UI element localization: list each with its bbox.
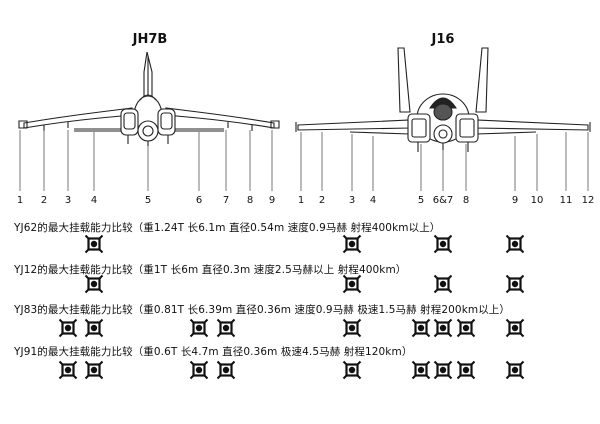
missile-0-j16-6-7 (433, 234, 453, 254)
j16-station-9: 9 (512, 195, 518, 206)
missile-2-jh7b-4 (84, 318, 104, 338)
missile-3-j16-9 (505, 360, 525, 380)
missile-2-jh7b-6 (189, 318, 209, 338)
jh7b-front-view (18, 51, 280, 146)
missile-2-jh7b-3 (58, 318, 78, 338)
missile-1-j16-3 (342, 274, 362, 294)
jh7b-station-4: 4 (91, 195, 97, 206)
jh7b-station-7: 7 (223, 195, 229, 206)
j16-front-view (295, 47, 591, 152)
j16-station-6-7: 6&7 (433, 195, 454, 206)
missile-1-jh7b-4 (84, 274, 104, 294)
j16-station-10: 10 (531, 195, 544, 206)
missile-3-jh7b-3 (58, 360, 78, 380)
jh7b-station-6: 6 (196, 195, 202, 206)
jh7b-station-8: 8 (247, 195, 253, 206)
hardpoint-leaders (19, 130, 589, 191)
missile-3-j16-6-7 (433, 360, 453, 380)
jh7b-station-3: 3 (65, 195, 71, 206)
missile-0-j16-9 (505, 234, 525, 254)
missile-2-j16-6-7 (433, 318, 453, 338)
j16-station-11: 11 (560, 195, 573, 206)
j16-station-2: 2 (319, 195, 325, 206)
missile-3-j16-5 (411, 360, 431, 380)
yj12-title: YJ12的最大挂载能力比较（重1T 长6m 直径0.3m 速度2.5马赫以上 射… (14, 264, 407, 276)
missile-0-jh7b-4 (84, 234, 104, 254)
missile-2-j16-9 (505, 318, 525, 338)
yj62-title: YJ62的最大挂载能力比较（重1.24T 长6.1m 直径0.54m 速度0.9… (14, 222, 441, 234)
j16-title: J16 (431, 32, 455, 47)
missile-0-j16-3 (342, 234, 362, 254)
missile-3-j16-8 (456, 360, 476, 380)
missile-3-jh7b-7 (216, 360, 236, 380)
j16-station-4: 4 (370, 195, 376, 206)
j16-station-8: 8 (463, 195, 469, 206)
missile-3-jh7b-4 (84, 360, 104, 380)
jh7b-station-2: 2 (41, 195, 47, 206)
missile-2-j16-3 (342, 318, 362, 338)
missile-3-j16-3 (342, 360, 362, 380)
jh7b-station-5: 5 (145, 195, 151, 206)
missile-1-j16-9 (505, 274, 525, 294)
jh7b-station-9: 9 (269, 195, 275, 206)
j16-station-12: 12 (582, 195, 595, 206)
j16-station-5: 5 (418, 195, 424, 206)
yj91-title: YJ91的最大挂载能力比较（重0.6T 长4.7m 直径0.36m 极速4.5马… (14, 346, 413, 358)
j16-station-1: 1 (298, 195, 304, 206)
missile-2-j16-8 (456, 318, 476, 338)
jh7b-station-1: 1 (17, 195, 23, 206)
yj83-title: YJ83的最大挂载能力比较（重0.81T 长6.39m 直径0.36m 速度0.… (14, 304, 511, 316)
missile-markers (58, 234, 525, 380)
missile-2-j16-5 (411, 318, 431, 338)
jh7b-title: JH7B (132, 32, 168, 47)
missile-1-j16-6-7 (433, 274, 453, 294)
missile-3-jh7b-6 (189, 360, 209, 380)
j16-station-3: 3 (349, 195, 355, 206)
missile-2-jh7b-7 (216, 318, 236, 338)
